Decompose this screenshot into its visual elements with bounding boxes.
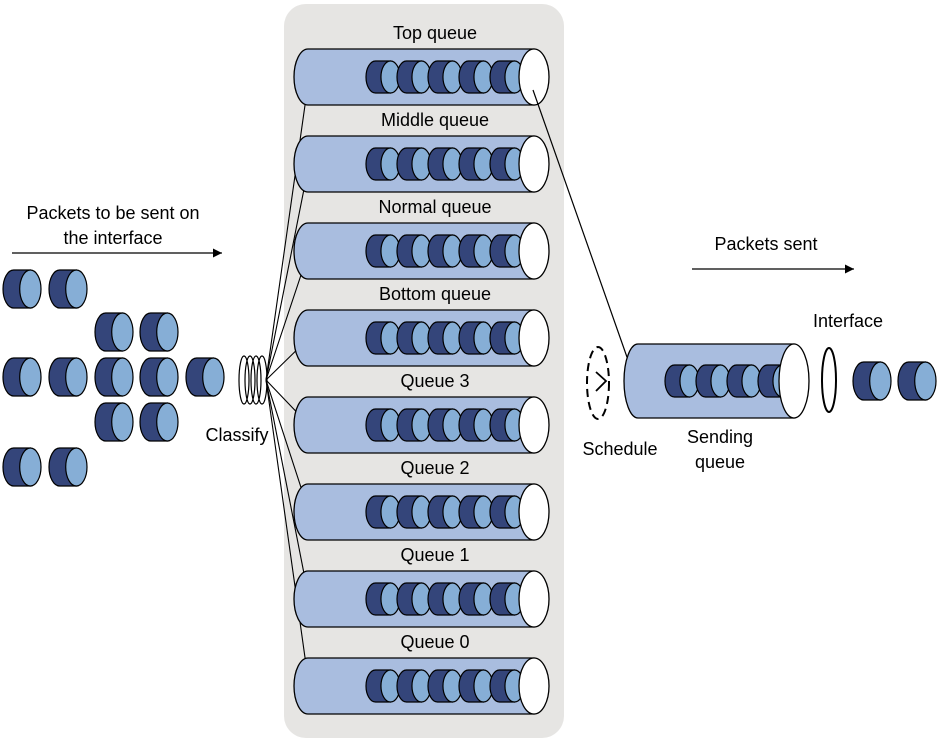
scheduler-arrow-icon xyxy=(595,371,608,392)
incoming-packet xyxy=(94,312,134,352)
queued-packet xyxy=(396,669,432,703)
classify-arrow xyxy=(265,76,313,381)
queue-label: Top queue xyxy=(393,23,477,43)
queued-packet xyxy=(396,321,432,355)
queued-packet xyxy=(365,669,401,703)
sending-queue-label-line2: queue xyxy=(695,452,745,472)
incoming-packet xyxy=(48,447,88,487)
sending-queue xyxy=(623,343,810,419)
incoming-packet xyxy=(139,312,179,352)
queued-packet xyxy=(365,60,401,94)
queued-packet xyxy=(427,495,463,529)
queued-packet xyxy=(458,147,494,181)
sent-packets xyxy=(852,361,937,401)
schedule-label: Schedule xyxy=(582,439,657,459)
queued-packet xyxy=(396,147,432,181)
queued-packet xyxy=(664,364,700,398)
classify-arrow xyxy=(265,163,312,381)
incoming-packet xyxy=(48,269,88,309)
incoming-packet xyxy=(2,269,42,309)
classifier-rings xyxy=(238,355,268,405)
classify-label: Classify xyxy=(205,425,268,445)
queue-tube xyxy=(293,309,550,367)
classify-arrow xyxy=(265,379,312,600)
queue-label: Bottom queue xyxy=(379,284,491,304)
packets-sent-label: Packets sent xyxy=(714,234,817,254)
queue-label: Queue 0 xyxy=(400,632,469,652)
queued-packet xyxy=(458,669,494,703)
queued-packet xyxy=(458,582,494,616)
dequeue-arrow xyxy=(532,89,636,378)
queued-packet xyxy=(396,408,432,442)
queue-tube xyxy=(293,222,550,280)
queued-packet xyxy=(427,234,463,268)
incoming-packet xyxy=(2,357,42,397)
queued-packet xyxy=(396,582,432,616)
incoming-packet xyxy=(48,357,88,397)
queue-label: Normal queue xyxy=(378,197,491,217)
queued-packet xyxy=(427,582,463,616)
sent-packet xyxy=(897,361,937,401)
queued-packet xyxy=(427,669,463,703)
queued-packet xyxy=(458,408,494,442)
queued-packet xyxy=(458,60,494,94)
queue-tube xyxy=(293,396,550,454)
incoming-packet xyxy=(2,447,42,487)
input-label-line1: Packets to be sent on xyxy=(26,203,199,223)
queued-packet xyxy=(396,495,432,529)
queue-label: Queue 1 xyxy=(400,545,469,565)
scheduler-ring xyxy=(586,346,610,420)
incoming-packet xyxy=(139,402,179,442)
queued-packet xyxy=(427,60,463,94)
sending-queue-label-line1: Sending xyxy=(687,427,753,447)
queued-packet xyxy=(458,234,494,268)
queue-tube xyxy=(293,48,550,106)
queue-tube xyxy=(293,570,550,628)
queued-packet xyxy=(695,364,731,398)
input-label-line2: the interface xyxy=(63,228,162,248)
incoming-packet xyxy=(185,357,225,397)
queue-label: Queue 2 xyxy=(400,458,469,478)
interface-ring xyxy=(821,347,837,413)
queued-packet xyxy=(396,234,432,268)
queue-label: Queue 3 xyxy=(400,371,469,391)
queued-packet xyxy=(427,321,463,355)
queue-tube xyxy=(293,483,550,541)
incoming-packet xyxy=(94,357,134,397)
queued-packet xyxy=(365,321,401,355)
queued-packet xyxy=(365,234,401,268)
incoming-packets xyxy=(2,269,225,487)
queue-tube xyxy=(293,657,550,715)
queued-packet xyxy=(365,495,401,529)
sending-queue-tube xyxy=(623,343,810,419)
queued-packet xyxy=(458,321,494,355)
queue-tube xyxy=(293,135,550,193)
incoming-packet xyxy=(139,357,179,397)
queue-label: Middle queue xyxy=(381,110,489,130)
queued-packet xyxy=(458,495,494,529)
queued-packet xyxy=(726,364,762,398)
incoming-packet xyxy=(94,402,134,442)
queued-packet xyxy=(427,408,463,442)
queued-packet xyxy=(396,60,432,94)
sent-packet xyxy=(852,361,892,401)
interface-label: Interface xyxy=(813,311,883,331)
queued-packet xyxy=(365,408,401,442)
queued-packet xyxy=(427,147,463,181)
queued-packet xyxy=(365,582,401,616)
queued-packet xyxy=(365,147,401,181)
classify-arrow xyxy=(265,379,313,687)
